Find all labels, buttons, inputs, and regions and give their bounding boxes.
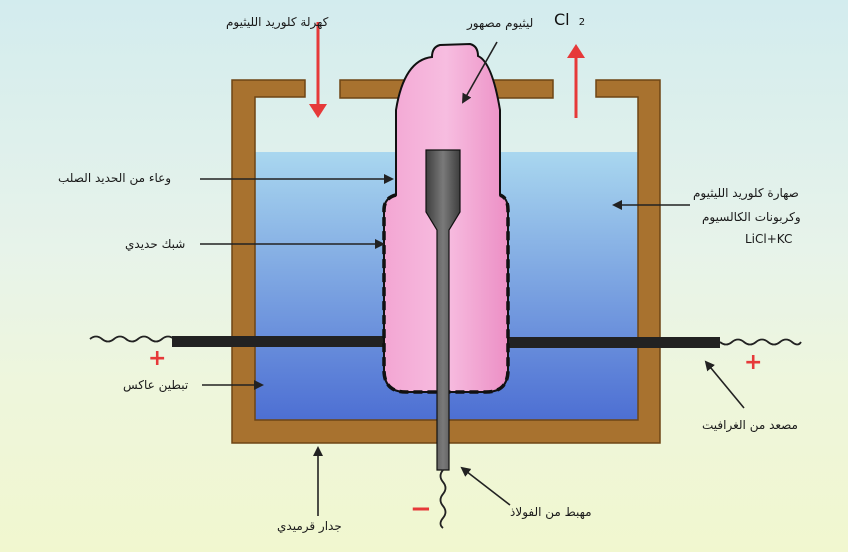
chlorine-symbol: Cl <box>554 10 570 29</box>
label-molten-salt-line2: وكربونات الكالسيوم <box>702 210 801 224</box>
pointer-molten-lithium <box>462 41 498 104</box>
pointer-steel-cathode <box>460 466 511 506</box>
plus-sign-right: + <box>744 350 763 375</box>
label-molten-salt-line1: صهارة كلوريد الليثيوم <box>693 186 799 200</box>
pointer-arrows <box>200 41 745 516</box>
minus-sign: − <box>410 494 432 524</box>
label-molten-lithium: ليثيوم مصهور <box>467 16 534 30</box>
label-steel-vessel: وعاء من الحديد الصلب <box>58 171 172 185</box>
graphite-anode-right <box>508 337 720 348</box>
label-chlorine: Cl 2 <box>554 10 585 29</box>
plus-sign-left: + <box>148 346 167 371</box>
label-iron-mesh: شبك حديدي <box>125 237 186 251</box>
pointer-graphite-anode <box>704 360 745 409</box>
label-electrolysis: كهرلة كلوريد الليثيوم <box>226 15 329 29</box>
label-lining: تبطين عاكس <box>123 378 189 392</box>
steel-cathode <box>425 149 461 471</box>
anode-lead-left <box>89 335 183 343</box>
label-molten-salt-formula: LiCl+KC <box>745 232 793 246</box>
label-graphite-anode: مصعد من الغرافيت <box>702 418 798 432</box>
lithium-chloride-inlet-arrow <box>309 22 327 118</box>
cathode-lead <box>439 469 447 529</box>
graphite-anode-left <box>172 336 385 347</box>
chlorine-outlet-arrow <box>567 44 585 118</box>
label-ceramic-wall: جدار قرميدي <box>277 519 342 533</box>
label-steel-cathode: مهبط من الفولاذ <box>510 505 592 519</box>
anode-lead-right <box>719 338 802 346</box>
chlorine-subscript: 2 <box>578 17 586 28</box>
